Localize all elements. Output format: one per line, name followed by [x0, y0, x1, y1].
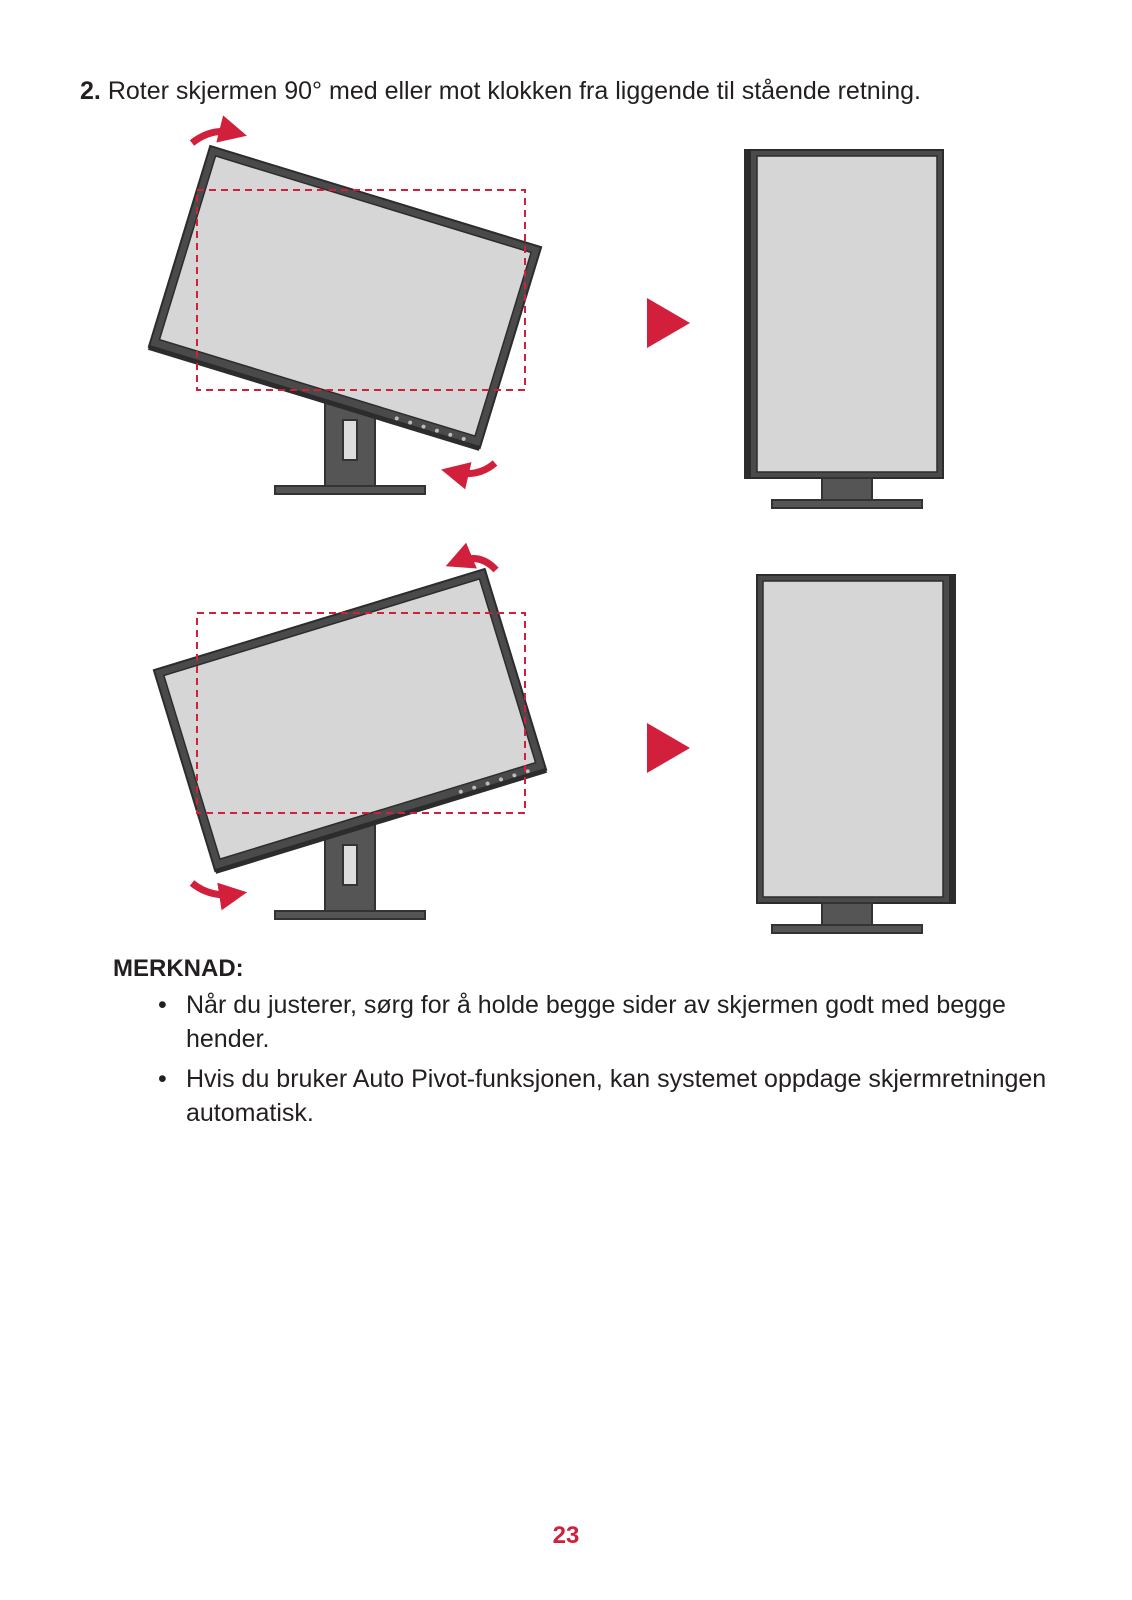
monitor-portrait-clockwise — [744, 149, 944, 509]
step-instruction: 2. Roter skjermen 90° med eller mot klok… — [80, 72, 921, 110]
monitor-portrait-counterclockwise — [756, 574, 956, 934]
list-item: • Når du justerer, sørg for å holde begg… — [158, 988, 1058, 1056]
next-triangle-icon — [647, 298, 690, 348]
rotate-arrow-icon — [189, 115, 247, 146]
rotation-illustration — [147, 115, 956, 934]
next-triangle-icon — [647, 723, 690, 773]
rotate-arrow-icon — [441, 460, 498, 490]
list-item: • Hvis du bruker Auto Pivot-funksjonen, … — [158, 1062, 1058, 1130]
rotate-arrow-icon — [189, 880, 248, 911]
note-list: • Når du justerer, sørg for å holde begg… — [158, 988, 1058, 1136]
note-title: MERKNAD: — [113, 955, 244, 982]
rotate-arrow-icon — [445, 542, 499, 573]
bullet-icon: • — [158, 1065, 167, 1093]
page-number: 23 — [552, 1522, 580, 1549]
step-number: 2. — [80, 77, 101, 105]
note-text: Når du justerer, sørg for å holde begge … — [186, 991, 1006, 1053]
step-text: Roter skjermen 90° med eller mot klokken… — [107, 77, 921, 105]
monitor-tilted-clockwise — [147, 144, 543, 495]
note-text: Hvis du bruker Auto Pivot-funksjonen, ka… — [186, 1065, 1047, 1127]
monitor-tilted-counterclockwise — [152, 567, 548, 920]
bullet-icon: • — [158, 991, 167, 1019]
